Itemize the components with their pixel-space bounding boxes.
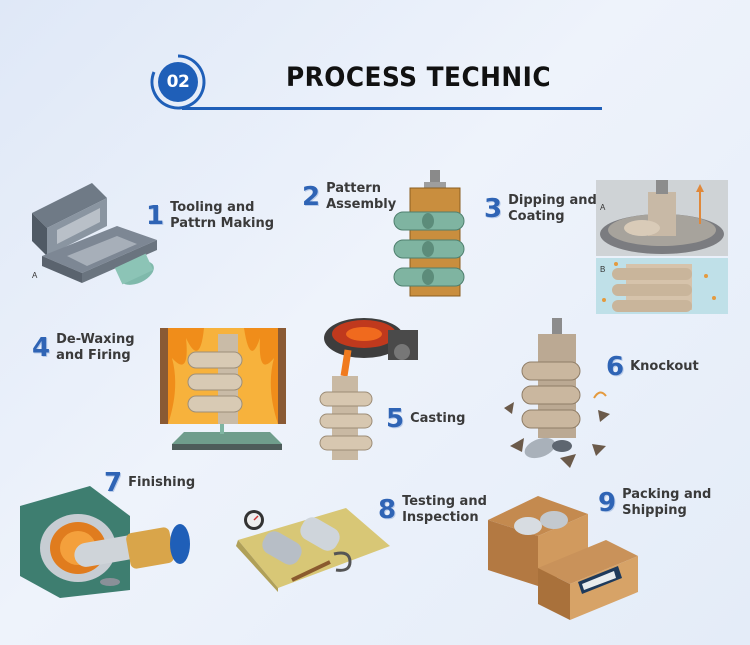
tooling-mold-illustration: A — [32, 183, 157, 285]
step-1: 1 Tooling and Pattrn Making — [146, 200, 274, 232]
step-3: 3 Dipping and Coating — [484, 193, 597, 225]
step-number: 6 — [606, 352, 625, 382]
step-label: Pattern Assembly — [326, 181, 397, 212]
step-number: 8 — [378, 495, 397, 525]
dipping-coating-illustration: A B — [596, 180, 728, 314]
step-4: 4 De-Waxing and Firing — [32, 332, 135, 364]
illustration-letter-b: B — [600, 265, 605, 274]
section-badge: 02 — [148, 52, 208, 112]
step-7: 7 Finishing — [104, 468, 195, 498]
finishing-illustration — [20, 486, 190, 598]
packing-shipping-illustration — [488, 496, 638, 620]
knockout-illustration — [504, 318, 610, 468]
step-6: 6 Knockout — [606, 352, 699, 382]
step-label: Knockout — [630, 359, 699, 374]
step-number: 5 — [386, 404, 405, 434]
step-number: 9 — [598, 488, 617, 518]
badge-ring-icon — [150, 54, 206, 110]
pattern-assembly-illustration — [393, 170, 465, 297]
step-number: 3 — [484, 194, 503, 224]
step-label: Packing and Shipping — [622, 487, 712, 518]
step-number: 2 — [302, 182, 321, 212]
step-label: Casting — [410, 411, 466, 426]
illustration-letter-a: A — [600, 203, 606, 212]
casting-illustration — [319, 318, 418, 460]
step-label: Finishing — [128, 475, 196, 490]
section-number: 02 — [158, 62, 198, 102]
step-number: 4 — [32, 333, 51, 363]
testing-inspection-illustration — [236, 508, 390, 592]
step-2: 2 Pattern Assembly — [302, 181, 396, 213]
page-title: PROCESS TECHNIC — [286, 62, 552, 93]
step-9: 9 Packing and Shipping — [598, 487, 711, 519]
step-label: De-Waxing and Firing — [56, 332, 135, 363]
step-number: 7 — [104, 468, 123, 498]
step-label: Dipping and Coating — [508, 193, 597, 224]
step-label: Tooling and Pattrn Making — [170, 200, 275, 231]
step-8: 8 Testing and Inspection — [378, 494, 487, 526]
step-5: 5 Casting — [386, 404, 465, 434]
illustration-letter-a: A — [32, 271, 38, 280]
step-label: Testing and Inspection — [402, 494, 487, 525]
title-underline — [182, 107, 602, 110]
dewaxing-furnace-illustration — [160, 328, 286, 450]
step-number: 1 — [146, 201, 165, 231]
